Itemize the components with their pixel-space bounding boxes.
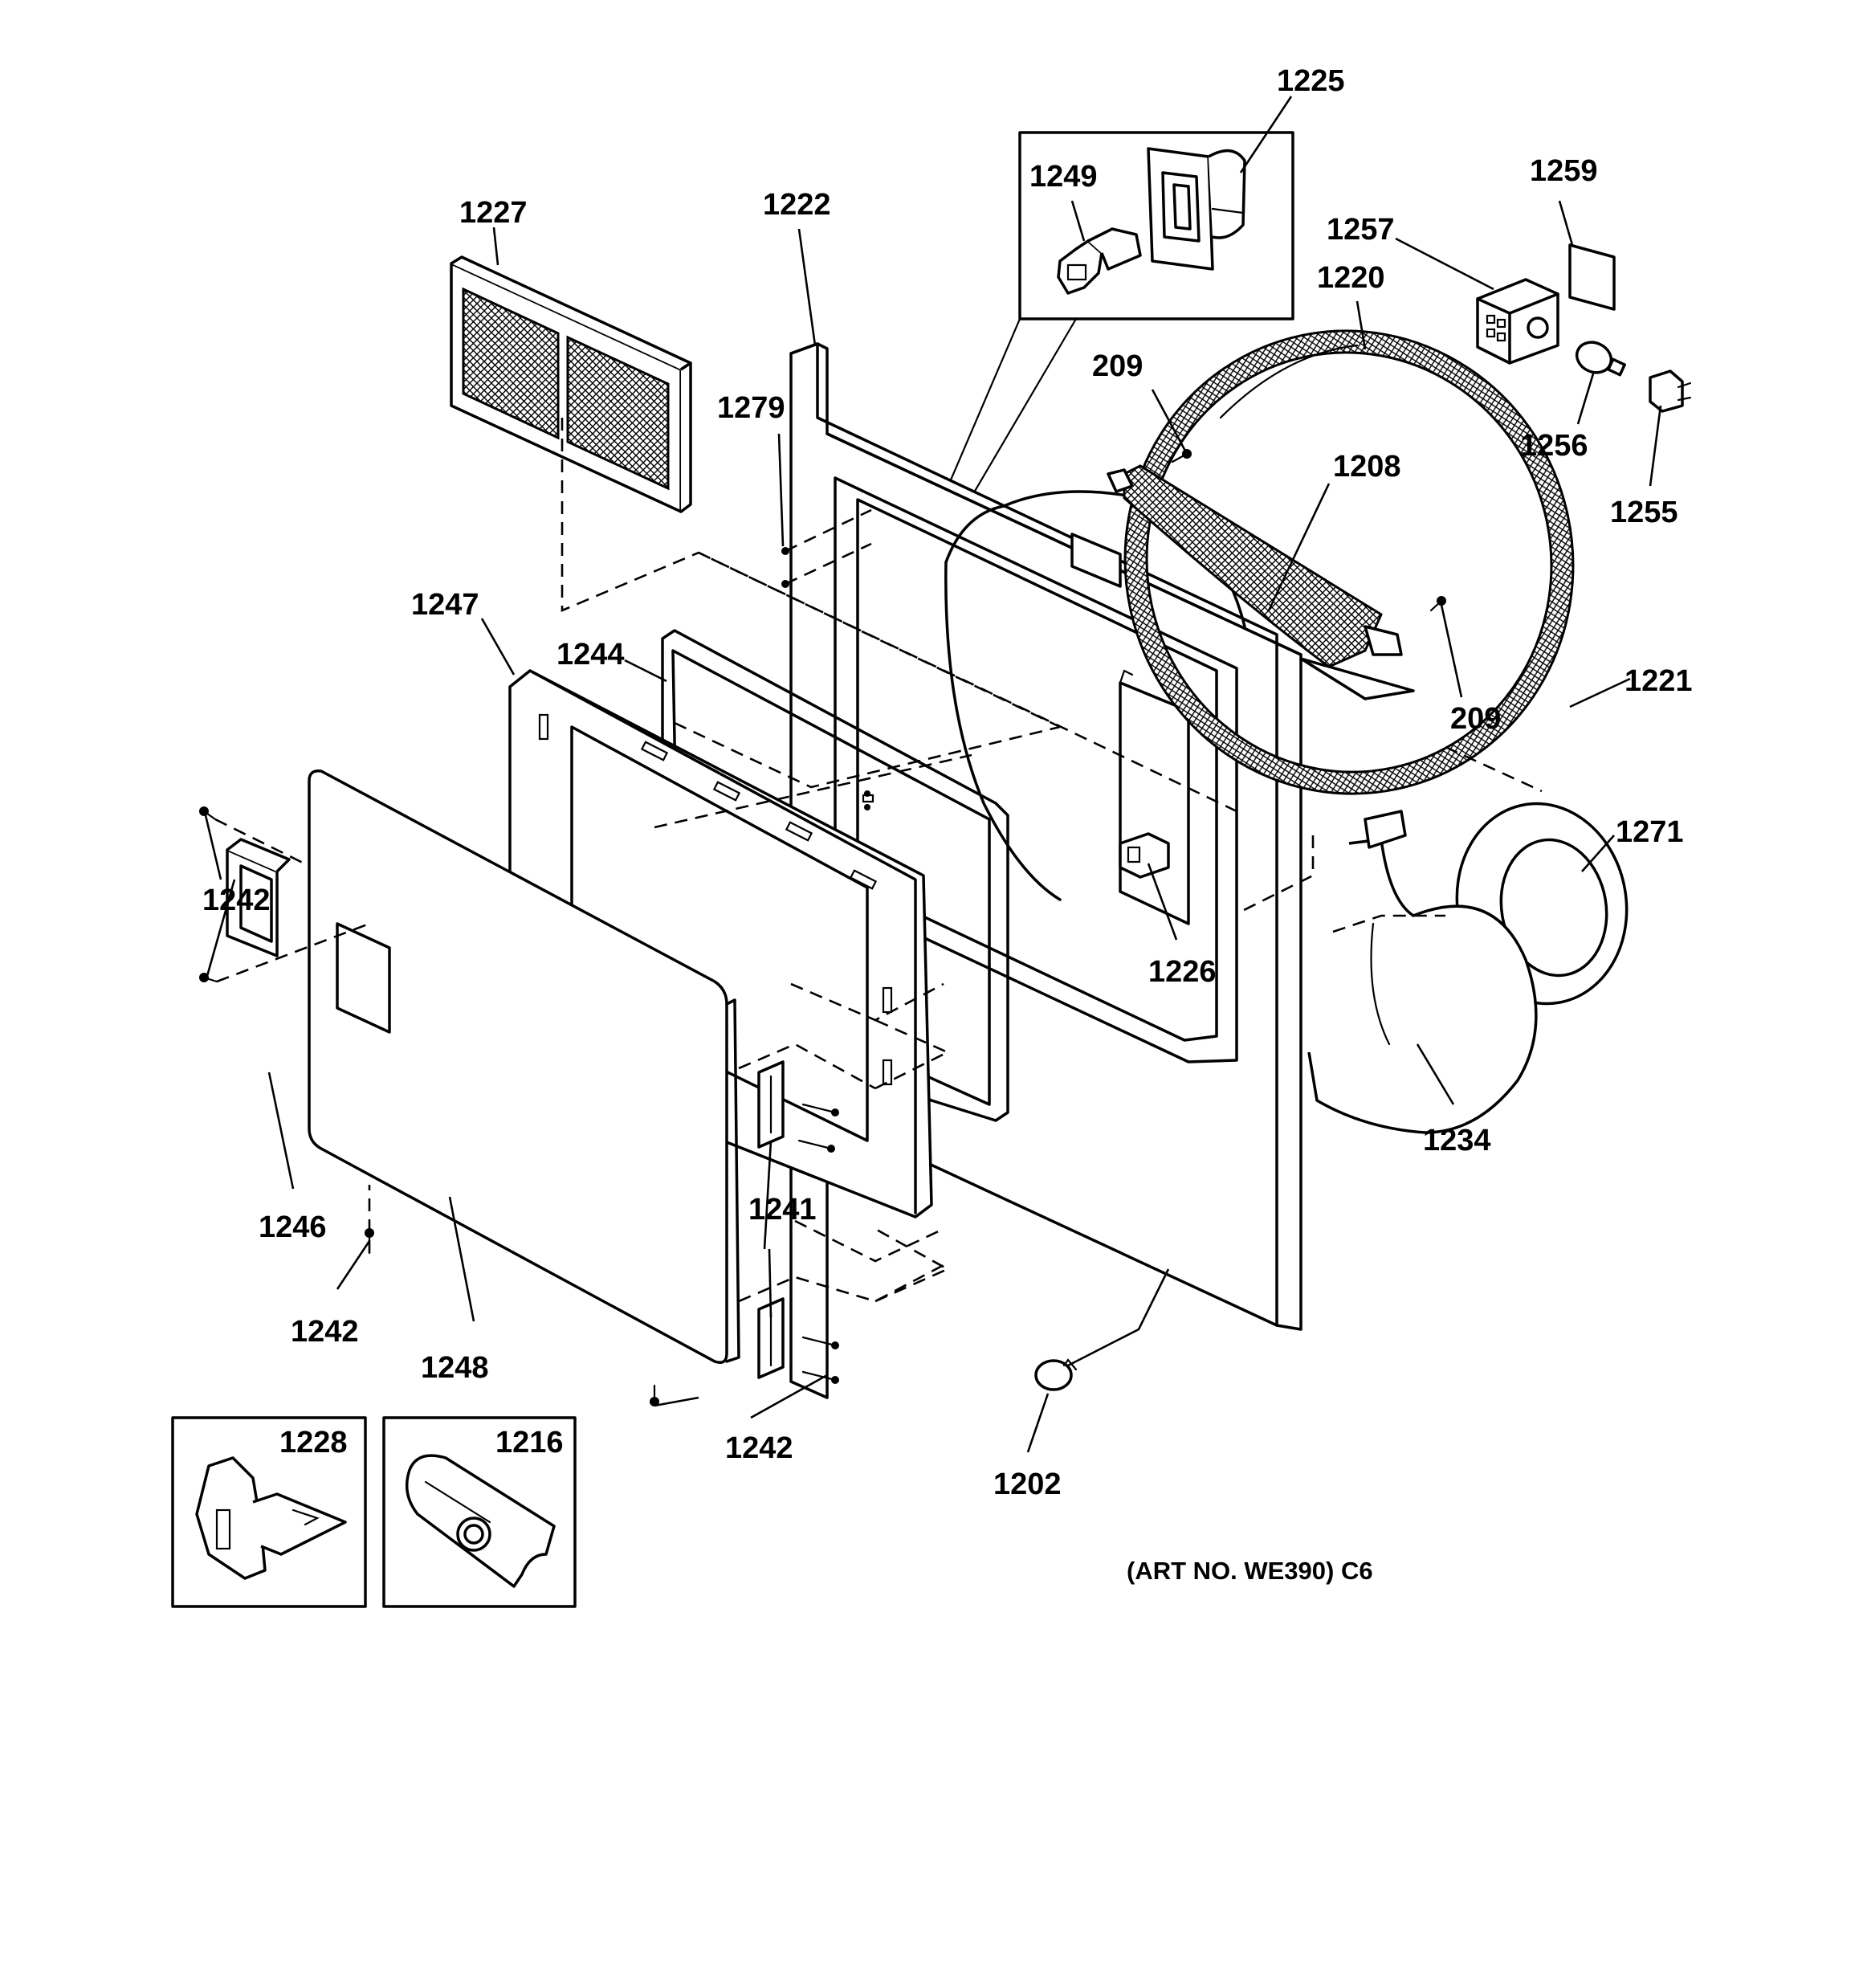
- callout-1242-bottom-left: 1242: [291, 1315, 359, 1349]
- callout-1222: 1222: [763, 188, 831, 222]
- part-1256-lamp-bulb: [1575, 341, 1626, 377]
- part-1248-outer-door: [308, 769, 740, 1364]
- part-1221-front-drum-seal: [1123, 329, 1575, 795]
- callout-1226: 1226: [1148, 955, 1217, 989]
- callout-labels: 1225 1249 1259 1257 1220 1227 1222 209 1…: [202, 64, 1693, 1585]
- inset-box-1216: [382, 1416, 577, 1608]
- callout-1279: 1279: [717, 391, 785, 425]
- art-number: (ART NO. WE390) C6: [1127, 1557, 1373, 1585]
- part-1255-lamp-terminal: [1649, 369, 1692, 413]
- screw-1242-hinge-c: [801, 1336, 839, 1349]
- callout-1249: 1249: [1029, 160, 1098, 194]
- callout-1257: 1257: [1327, 213, 1395, 247]
- callout-1225: 1225: [1277, 64, 1345, 98]
- part-1220-drum-felt: [1219, 344, 1359, 419]
- screw-209-lower: [1429, 596, 1446, 612]
- part-1227-lint-filter: [450, 255, 692, 513]
- screw-1242-hinge-a: [801, 1103, 839, 1116]
- part-1208-lint-duct: [1107, 464, 1415, 700]
- callout-1208: 1208: [1333, 450, 1401, 484]
- part-1202-leveling-foot: [1034, 1358, 1078, 1391]
- callout-1256: 1256: [1520, 429, 1588, 463]
- callout-1202: 1202: [993, 1468, 1062, 1501]
- part-1246-door-handle: [226, 838, 291, 957]
- inset-box-1228: [171, 1416, 367, 1608]
- part-1234-blower-duct: [1307, 810, 1538, 1134]
- callout-1248: 1248: [421, 1351, 489, 1385]
- screw-1242-door-bottom: [650, 1384, 659, 1406]
- callout-1246: 1246: [259, 1210, 327, 1244]
- callout-1221: 1221: [1625, 664, 1693, 698]
- callout-1259: 1259: [1530, 154, 1598, 188]
- leader-lines: [204, 96, 1662, 1453]
- screw-1242-top: [199, 806, 217, 821]
- callout-209-upper: 209: [1092, 349, 1143, 383]
- callout-1271: 1271: [1616, 815, 1684, 849]
- part-1259-lamp-cover: [1568, 243, 1616, 311]
- part-1225-door-latch-receptacle: [1147, 147, 1246, 271]
- callout-1220: 1220: [1317, 261, 1385, 295]
- part-1249-door-latch-strike: [1057, 227, 1142, 295]
- callout-1244: 1244: [556, 638, 625, 672]
- callout-209-lower: 209: [1450, 702, 1501, 736]
- screw-1242-hinge-b: [797, 1139, 835, 1153]
- callout-1242-left: 1242: [202, 884, 271, 917]
- screw-1242-hinge-d: [801, 1370, 839, 1384]
- callout-1255: 1255: [1610, 496, 1678, 529]
- callout-1228: 1228: [279, 1426, 348, 1459]
- part-1241-hinge-lower: [757, 1297, 785, 1379]
- callout-1242-bottom: 1242: [725, 1431, 793, 1465]
- part-1226-door-switch: [1119, 832, 1170, 879]
- callout-1241: 1241: [748, 1193, 817, 1227]
- part-1241-hinge-upper: [757, 1060, 785, 1149]
- callout-1216: 1216: [495, 1426, 564, 1459]
- part-1257-lamp-socket: [1476, 278, 1559, 365]
- callout-1234: 1234: [1423, 1124, 1491, 1157]
- callout-1247: 1247: [411, 588, 479, 622]
- callout-1227: 1227: [459, 196, 528, 230]
- exploded-dash-lines: [214, 418, 1543, 1303]
